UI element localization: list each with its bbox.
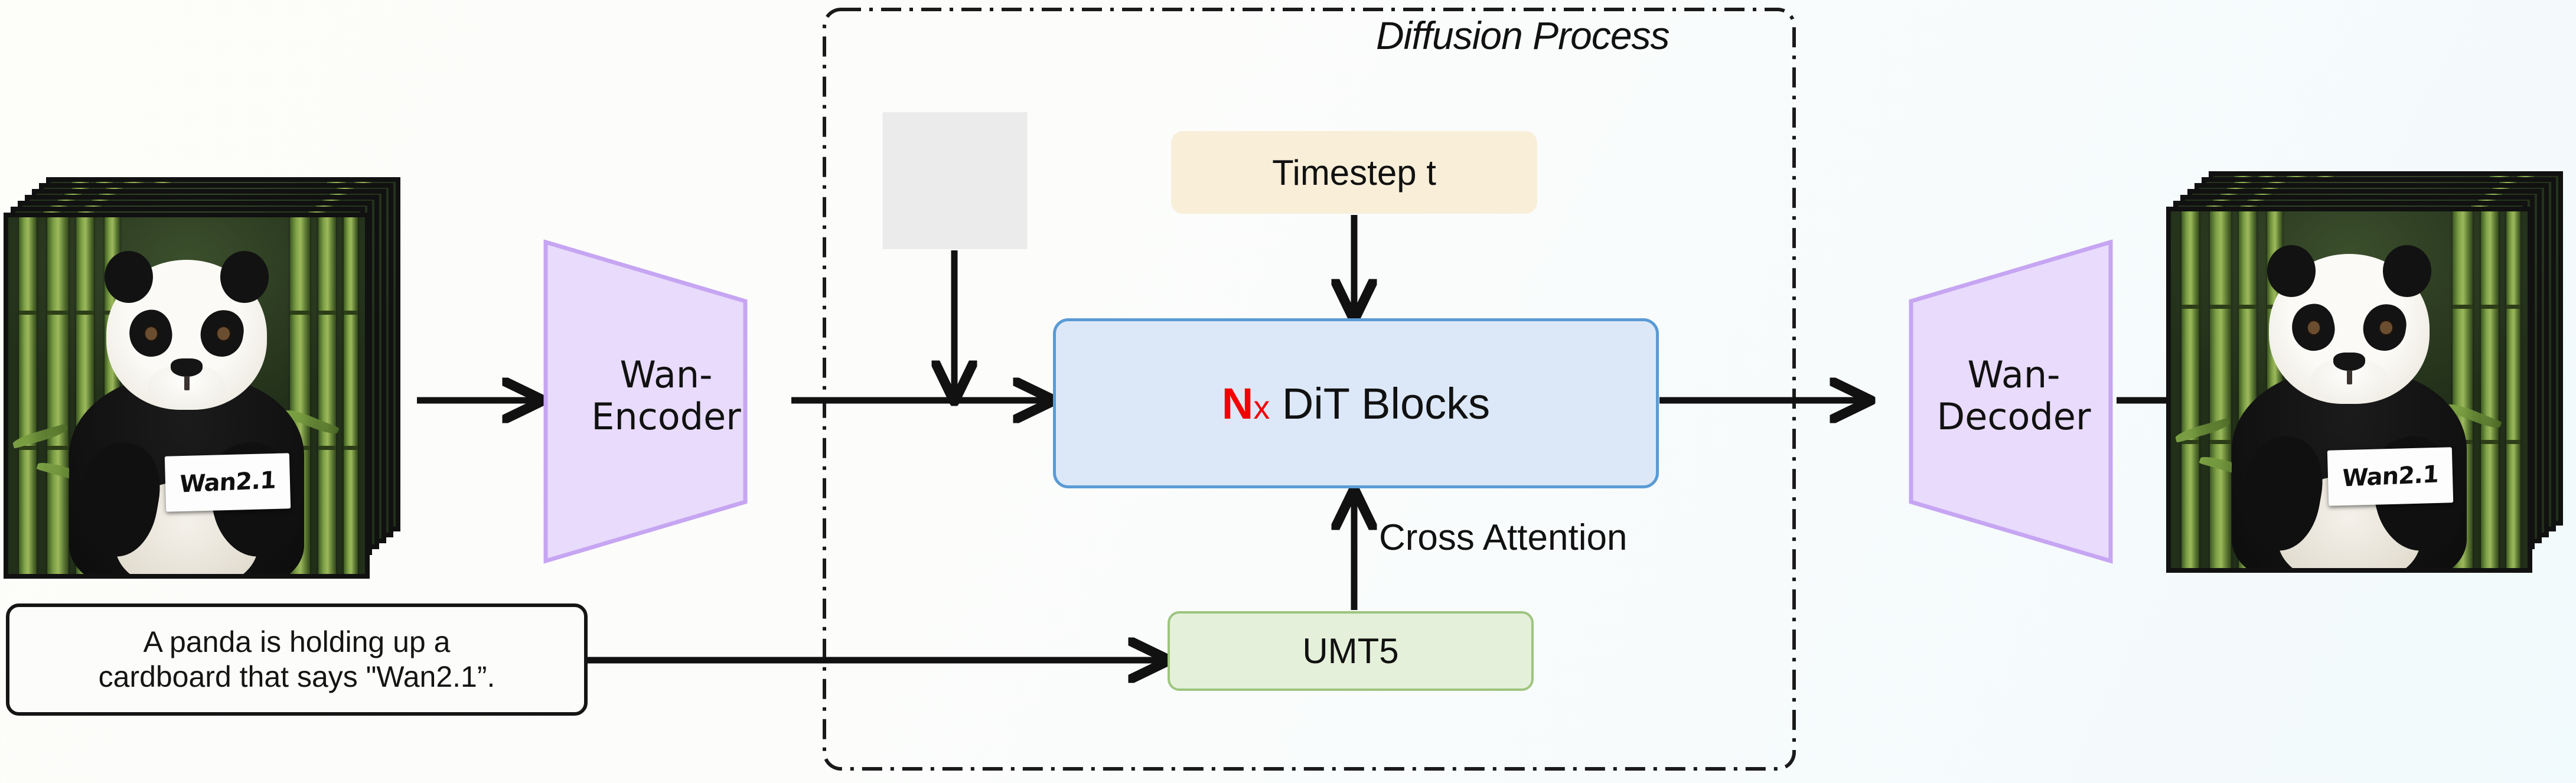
video-frame-front: Wan2.1 bbox=[2166, 207, 2532, 573]
video-frame-front: Wan2.1 bbox=[4, 213, 370, 579]
prompt-line-2: cardboard that says "Wan2.1”. bbox=[98, 660, 495, 693]
panda-sign: Wan2.1 bbox=[2327, 446, 2454, 506]
panda-sign-text: Wan2.1 bbox=[2341, 460, 2439, 492]
dit-blocks-label: Nx DiT Blocks bbox=[1222, 379, 1490, 429]
noise-latent-patch bbox=[882, 112, 1028, 249]
dit-repeat-count: N bbox=[1221, 379, 1254, 428]
text-prompt-box[interactable]: A panda is holding up a cardboard that s… bbox=[6, 603, 588, 716]
dit-blocks-box[interactable]: Nx DiT Blocks bbox=[1053, 318, 1659, 488]
input-video-stack: Wan2.1 bbox=[4, 177, 459, 602]
umt5-label: UMT5 bbox=[1302, 631, 1399, 671]
dit-times-symbol: x bbox=[1253, 388, 1270, 426]
wan-encoder-shape[interactable] bbox=[542, 224, 790, 579]
prompt-line-1: A panda is holding up a bbox=[143, 625, 451, 658]
diffusion-process-label: Diffusion Process bbox=[1376, 14, 1670, 57]
timestep-box[interactable]: Timestep t bbox=[1171, 131, 1537, 214]
output-video-stack: Wan2.1 bbox=[2166, 171, 2576, 596]
cross-attention-label: Cross Attention bbox=[1379, 517, 1628, 558]
diffusion-process-container bbox=[823, 8, 1796, 771]
wan-encoder-label: Wan- Encoder bbox=[591, 353, 741, 438]
timestep-label: Timestep t bbox=[1272, 152, 1436, 193]
wan-decoder-label: Wan- Decoder bbox=[1936, 353, 2091, 438]
wan-decoder-shape[interactable] bbox=[1866, 224, 2114, 579]
umt5-text-encoder-box[interactable]: UMT5 bbox=[1168, 611, 1534, 691]
dit-blocks-text: DiT Blocks bbox=[1282, 379, 1491, 428]
